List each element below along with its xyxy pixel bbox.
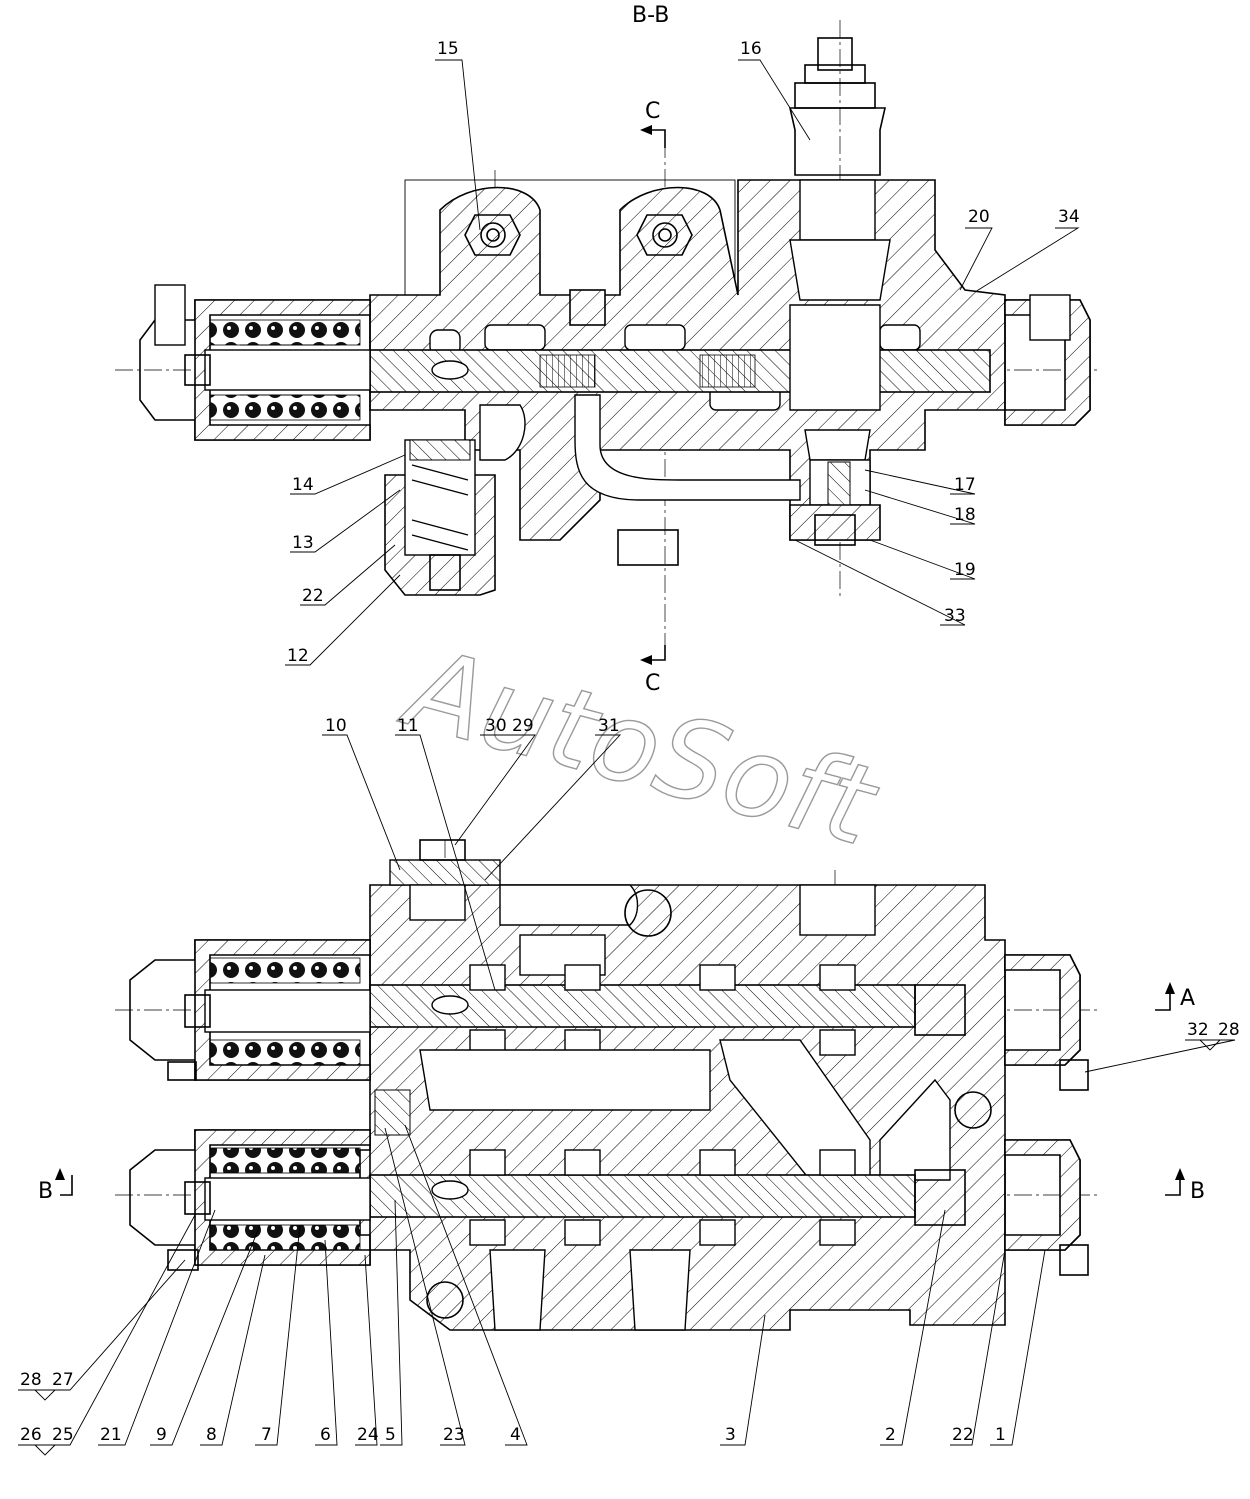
label-21: 21 bbox=[100, 1425, 122, 1445]
label-11: 11 bbox=[397, 716, 419, 736]
label-3: 3 bbox=[725, 1425, 736, 1445]
label-15: 15 bbox=[437, 39, 459, 59]
label-12: 12 bbox=[287, 646, 309, 666]
label-32: 32 bbox=[1187, 1020, 1209, 1040]
label-27: 27 bbox=[52, 1370, 74, 1390]
bolt-15 bbox=[464, 214, 521, 256]
label-22-lower: 22 bbox=[952, 1425, 974, 1445]
cut-a: A bbox=[1180, 986, 1195, 1011]
label-19: 19 bbox=[954, 560, 976, 580]
label-16: 16 bbox=[740, 39, 762, 59]
label-2: 2 bbox=[885, 1425, 896, 1445]
part-labels: 15 16 20 34 14 13 22 12 17 18 19 33 10 1… bbox=[20, 39, 1240, 1445]
relief-valve-16 bbox=[788, 37, 891, 411]
cut-b-right: B bbox=[1190, 1179, 1205, 1204]
upper-spool bbox=[369, 349, 991, 393]
label-9: 9 bbox=[156, 1425, 167, 1445]
upper-view: C C bbox=[115, 20, 1100, 696]
label-22-upper: 22 bbox=[302, 586, 324, 606]
check-valve-17 bbox=[617, 429, 881, 566]
label-24: 24 bbox=[357, 1425, 379, 1445]
label-26: 26 bbox=[20, 1425, 42, 1445]
label-5: 5 bbox=[385, 1425, 396, 1445]
label-14: 14 bbox=[292, 475, 314, 495]
label-6: 6 bbox=[320, 1425, 331, 1445]
label-4: 4 bbox=[510, 1425, 521, 1445]
label-10: 10 bbox=[325, 716, 347, 736]
label-34: 34 bbox=[1058, 207, 1080, 227]
label-18: 18 bbox=[954, 505, 976, 525]
label-8: 8 bbox=[206, 1425, 217, 1445]
label-13: 13 bbox=[292, 533, 314, 553]
label-30: 30 bbox=[485, 716, 507, 736]
plug-assembly-12 bbox=[384, 439, 496, 596]
lower-view: A B B bbox=[38, 839, 1205, 1331]
watermark: AutoSoft bbox=[390, 622, 891, 871]
label-1: 1 bbox=[995, 1425, 1006, 1445]
label-17: 17 bbox=[954, 475, 976, 495]
cut-b-left: B bbox=[38, 1179, 53, 1204]
label-23: 23 bbox=[443, 1425, 465, 1445]
label-33: 33 bbox=[944, 606, 966, 626]
label-7: 7 bbox=[261, 1425, 272, 1445]
cut-c-bottom: C bbox=[645, 671, 660, 696]
section-title-bb: B-B bbox=[632, 3, 669, 28]
label-25: 25 bbox=[52, 1425, 74, 1445]
label-28-right: 28 bbox=[1218, 1020, 1240, 1040]
label-29: 29 bbox=[512, 716, 534, 736]
label-20: 20 bbox=[968, 207, 990, 227]
cut-c-top: C bbox=[645, 99, 660, 124]
label-31: 31 bbox=[598, 716, 620, 736]
leader-lines bbox=[18, 59, 1236, 1456]
bolt-15b bbox=[636, 214, 693, 256]
label-28-left: 28 bbox=[20, 1370, 42, 1390]
